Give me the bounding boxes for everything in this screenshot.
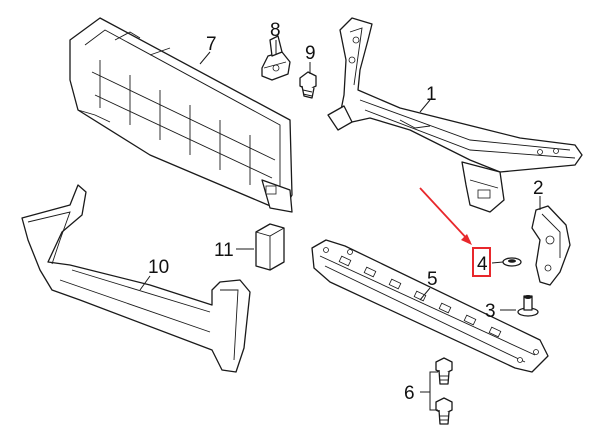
part-4-clip[interactable] xyxy=(502,257,522,267)
callout-labels: 7 8 9 1 2 3 4 5 6 10 11 xyxy=(148,20,544,404)
part-1-upper-tie-bar[interactable] xyxy=(327,17,583,213)
callout-4: 4 xyxy=(477,254,488,275)
callout-8: 8 xyxy=(270,20,281,41)
part-10-lower-air-guide[interactable] xyxy=(21,184,251,373)
leader-1 xyxy=(419,99,431,113)
red-arrow-icon xyxy=(419,187,471,243)
part-11-foam-block[interactable] xyxy=(255,223,285,271)
callout-1: 1 xyxy=(426,84,437,105)
leader-5 xyxy=(419,287,431,301)
leader-6 xyxy=(420,371,438,411)
part-8-clip[interactable] xyxy=(261,35,291,81)
callout-7: 7 xyxy=(206,34,217,55)
part-3-push-pin[interactable] xyxy=(517,295,539,317)
callout-11: 11 xyxy=(214,240,234,261)
part-6-bolts[interactable] xyxy=(435,357,453,425)
part-9-bolt[interactable] xyxy=(299,71,317,99)
callout-3: 3 xyxy=(485,301,496,322)
callout-2: 2 xyxy=(533,178,544,199)
part-5-lower-tie-bar[interactable] xyxy=(311,239,549,373)
callout-5: 5 xyxy=(427,269,438,290)
arrowhead-icon xyxy=(461,234,472,245)
callout-4-highlight xyxy=(419,187,491,277)
part-2-side-bracket[interactable] xyxy=(531,205,571,286)
leader-7 xyxy=(199,51,211,65)
leader-10 xyxy=(139,275,151,291)
callout-9: 9 xyxy=(305,43,316,64)
highlight-box xyxy=(472,247,491,277)
leader-4 xyxy=(491,261,504,264)
part-7-air-deflector[interactable] xyxy=(69,17,293,213)
callout-10: 10 xyxy=(148,257,169,278)
callout-6: 6 xyxy=(404,383,415,404)
leader-lines xyxy=(139,40,541,411)
